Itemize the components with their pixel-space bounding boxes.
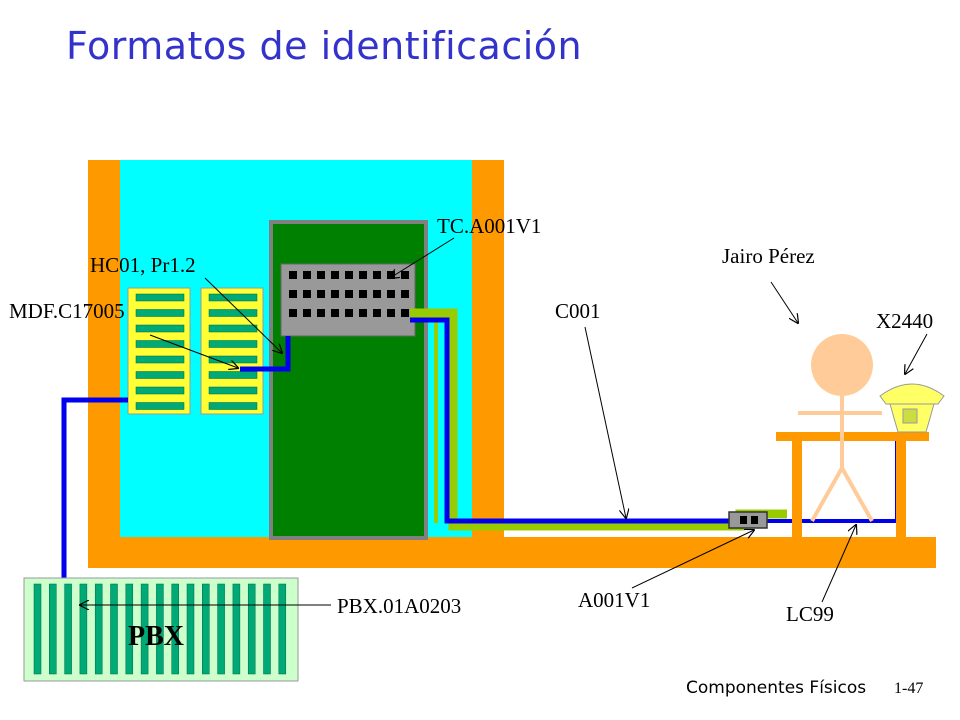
extension-label: X2440 <box>876 309 933 333</box>
horizontal-cable-blue <box>410 317 730 524</box>
patch-port <box>373 271 381 279</box>
pbx-card-slot <box>49 583 57 675</box>
outlet-label: A001V1 <box>578 588 650 612</box>
slide-title: Formatos de identificación <box>66 24 583 68</box>
pbx-card-slot <box>156 583 164 675</box>
desk <box>776 432 929 537</box>
patch-port <box>401 271 409 279</box>
mdf-terminal-bar <box>135 324 185 333</box>
pbx-card-slot <box>33 583 42 675</box>
pbx-card-slot <box>263 583 271 675</box>
patch-port <box>289 309 297 317</box>
mdf-terminal-bar <box>208 402 258 410</box>
user-pointer <box>770 281 798 323</box>
line-cord-cable <box>767 436 899 523</box>
mdf-terminal-bar <box>135 386 185 395</box>
mdf-terminal-bar <box>135 340 185 348</box>
pbx-id-label: PBX.01A0203 <box>337 594 461 618</box>
patch-port <box>303 290 311 298</box>
ext-pointer <box>905 333 928 374</box>
person-figure <box>798 334 882 522</box>
pbx-card-slot <box>232 583 241 675</box>
wall-outlet <box>728 511 768 529</box>
line-cord-label: LC99 <box>786 602 834 626</box>
mdf-terminal-bar <box>208 324 258 333</box>
pbx-card-slot <box>247 583 256 675</box>
patch-port <box>373 290 381 298</box>
wall-left <box>88 160 120 568</box>
pbx-card-slot <box>64 583 72 675</box>
floor <box>88 537 936 568</box>
patch-port <box>359 271 367 279</box>
pbx-cabinet <box>23 577 299 682</box>
c001-pointer <box>584 326 626 518</box>
telephone-icon <box>879 383 945 433</box>
mdf-terminal-bar <box>135 371 185 379</box>
mdf-label: MDF.C17005 <box>9 299 125 323</box>
patch-port <box>373 309 381 317</box>
pbx-card-slot <box>278 583 287 675</box>
pbx-card-slot <box>202 583 210 675</box>
user-name-label: Jairo Pérez <box>722 244 815 268</box>
mdf-pointer <box>149 334 238 368</box>
tc-label: TC.A001V1 <box>437 214 541 238</box>
crossconnect-cable <box>240 336 291 372</box>
tc-pointer <box>390 237 455 278</box>
outlet-pointer <box>631 530 754 589</box>
patch-port <box>387 309 395 317</box>
lc-pointer <box>821 525 856 603</box>
patch-port <box>401 309 409 317</box>
pbx-card-slot <box>217 583 225 675</box>
mdf-terminal-bar <box>208 293 258 302</box>
c001-label: C001 <box>555 299 601 323</box>
mdf-terminal-bar <box>208 309 258 317</box>
pbx-card-slot <box>186 583 195 675</box>
patch-port <box>331 290 339 298</box>
patch-port <box>331 309 339 317</box>
patch-port <box>317 271 325 279</box>
mdf-terminal-bar <box>135 309 185 317</box>
patch-port <box>359 290 367 298</box>
pbx-card-slot <box>79 583 88 675</box>
mdf-block-right <box>200 287 264 415</box>
wall-middle <box>472 160 504 568</box>
pbx-feeder-cable <box>61 397 128 603</box>
mdf-block-left <box>127 287 191 415</box>
mdf-terminal-bar <box>135 402 185 410</box>
mdf-terminal-bar <box>208 386 258 395</box>
patch-port <box>289 290 297 298</box>
mdf-terminal-bar <box>208 340 258 348</box>
mdf-terminal-bar <box>208 371 258 379</box>
patch-port <box>303 309 311 317</box>
patch-port <box>359 309 367 317</box>
footer-section-name: Componentes Físicos <box>686 678 867 698</box>
pbx-card-slot <box>94 583 103 675</box>
patch-port <box>401 290 409 298</box>
patch-port <box>345 309 353 317</box>
patch-port <box>387 290 395 298</box>
pbx-card-slot <box>171 583 179 675</box>
pbx-card-slot <box>110 583 118 675</box>
patch-port <box>345 290 353 298</box>
patch-port <box>289 271 297 279</box>
pbx-box-label: PBX <box>128 621 184 652</box>
footer-page-number: 1-47 <box>894 680 924 697</box>
mdf-terminal-bar <box>135 355 185 364</box>
patch-port <box>345 271 353 279</box>
hc-pointer <box>204 277 282 353</box>
patch-port <box>303 271 311 279</box>
pbx-card-slot <box>140 583 149 675</box>
patch-port <box>317 309 325 317</box>
patch-port <box>331 271 339 279</box>
patch-port <box>317 290 325 298</box>
hc-label: HC01, Pr1.2 <box>90 253 196 277</box>
pbx-card-slot <box>125 583 134 675</box>
mdf-terminal-bar <box>135 293 185 302</box>
